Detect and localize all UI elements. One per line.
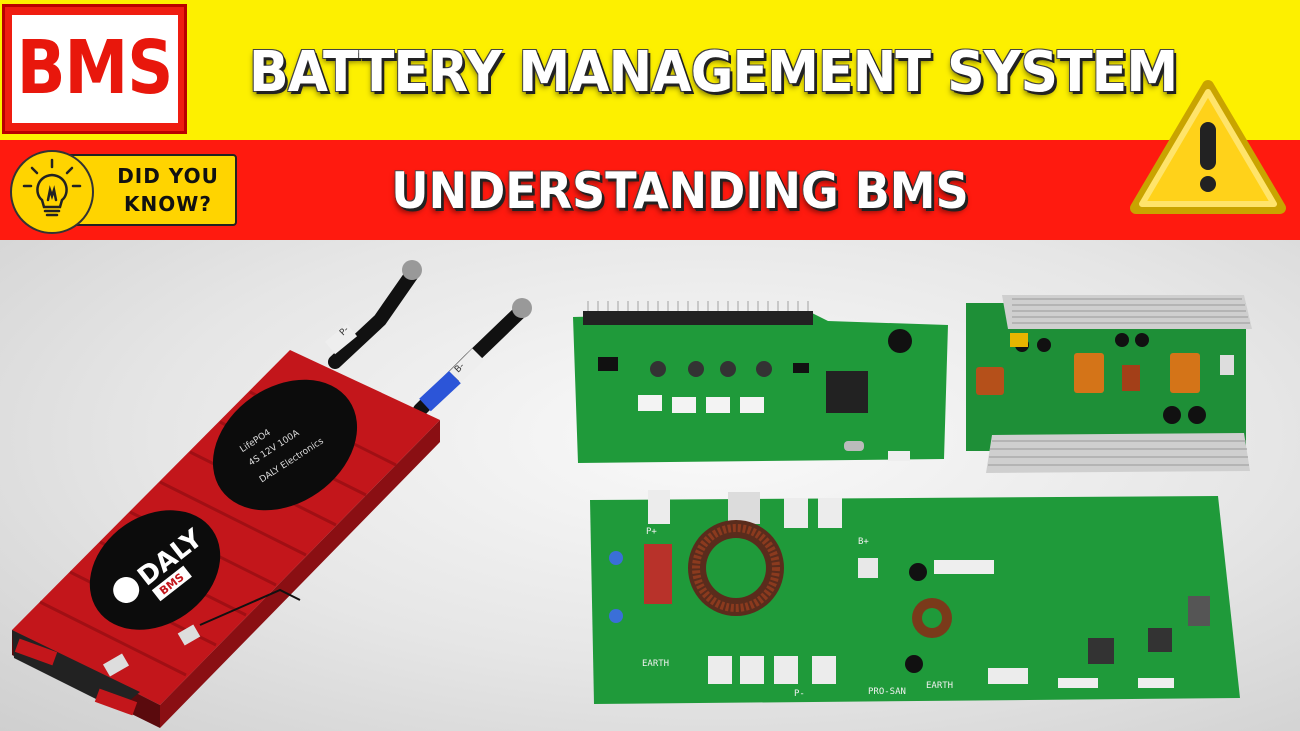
control-pcb <box>568 297 954 469</box>
power-pcb <box>962 295 1252 475</box>
main-title: BATTERY MANAGEMENT SYSTEM <box>248 40 1178 105</box>
daly-bms-pack: LifePO4 4S 12V 100A DALY Electronics DAL… <box>0 250 560 731</box>
header-yellow-band <box>0 0 1300 140</box>
board-label-b-plus: B+ <box>858 537 869 547</box>
board-label-earth-right: EARTH <box>926 681 953 691</box>
lightbulb-icon <box>10 150 94 234</box>
board-label-earth-left: EARTH <box>642 659 669 669</box>
warning-triangle-icon <box>1128 78 1288 218</box>
did-you-know-box <box>65 154 237 226</box>
did-you-know-badge: DID YOU KNOW? <box>10 150 240 234</box>
did-you-know-text: DID YOU KNOW? <box>102 162 234 218</box>
did-you-know-line1: DID YOU <box>117 164 219 188</box>
bms-badge-text: BMS <box>16 26 174 112</box>
bms-badge: BMS <box>2 4 187 134</box>
sub-title: UNDERSTANDING BMS <box>391 162 969 220</box>
board-label-p-plus: P+ <box>646 527 657 537</box>
did-you-know-line2: KNOW? <box>124 192 212 216</box>
bms-badge-inner: BMS <box>11 15 178 123</box>
inverter-pcb: P+ B+ EARTH P- PRO-SAN EARTH <box>588 488 1240 706</box>
board-label-p-minus: P- <box>794 689 805 699</box>
board-label-pro-san: PRO-SAN <box>868 687 906 697</box>
